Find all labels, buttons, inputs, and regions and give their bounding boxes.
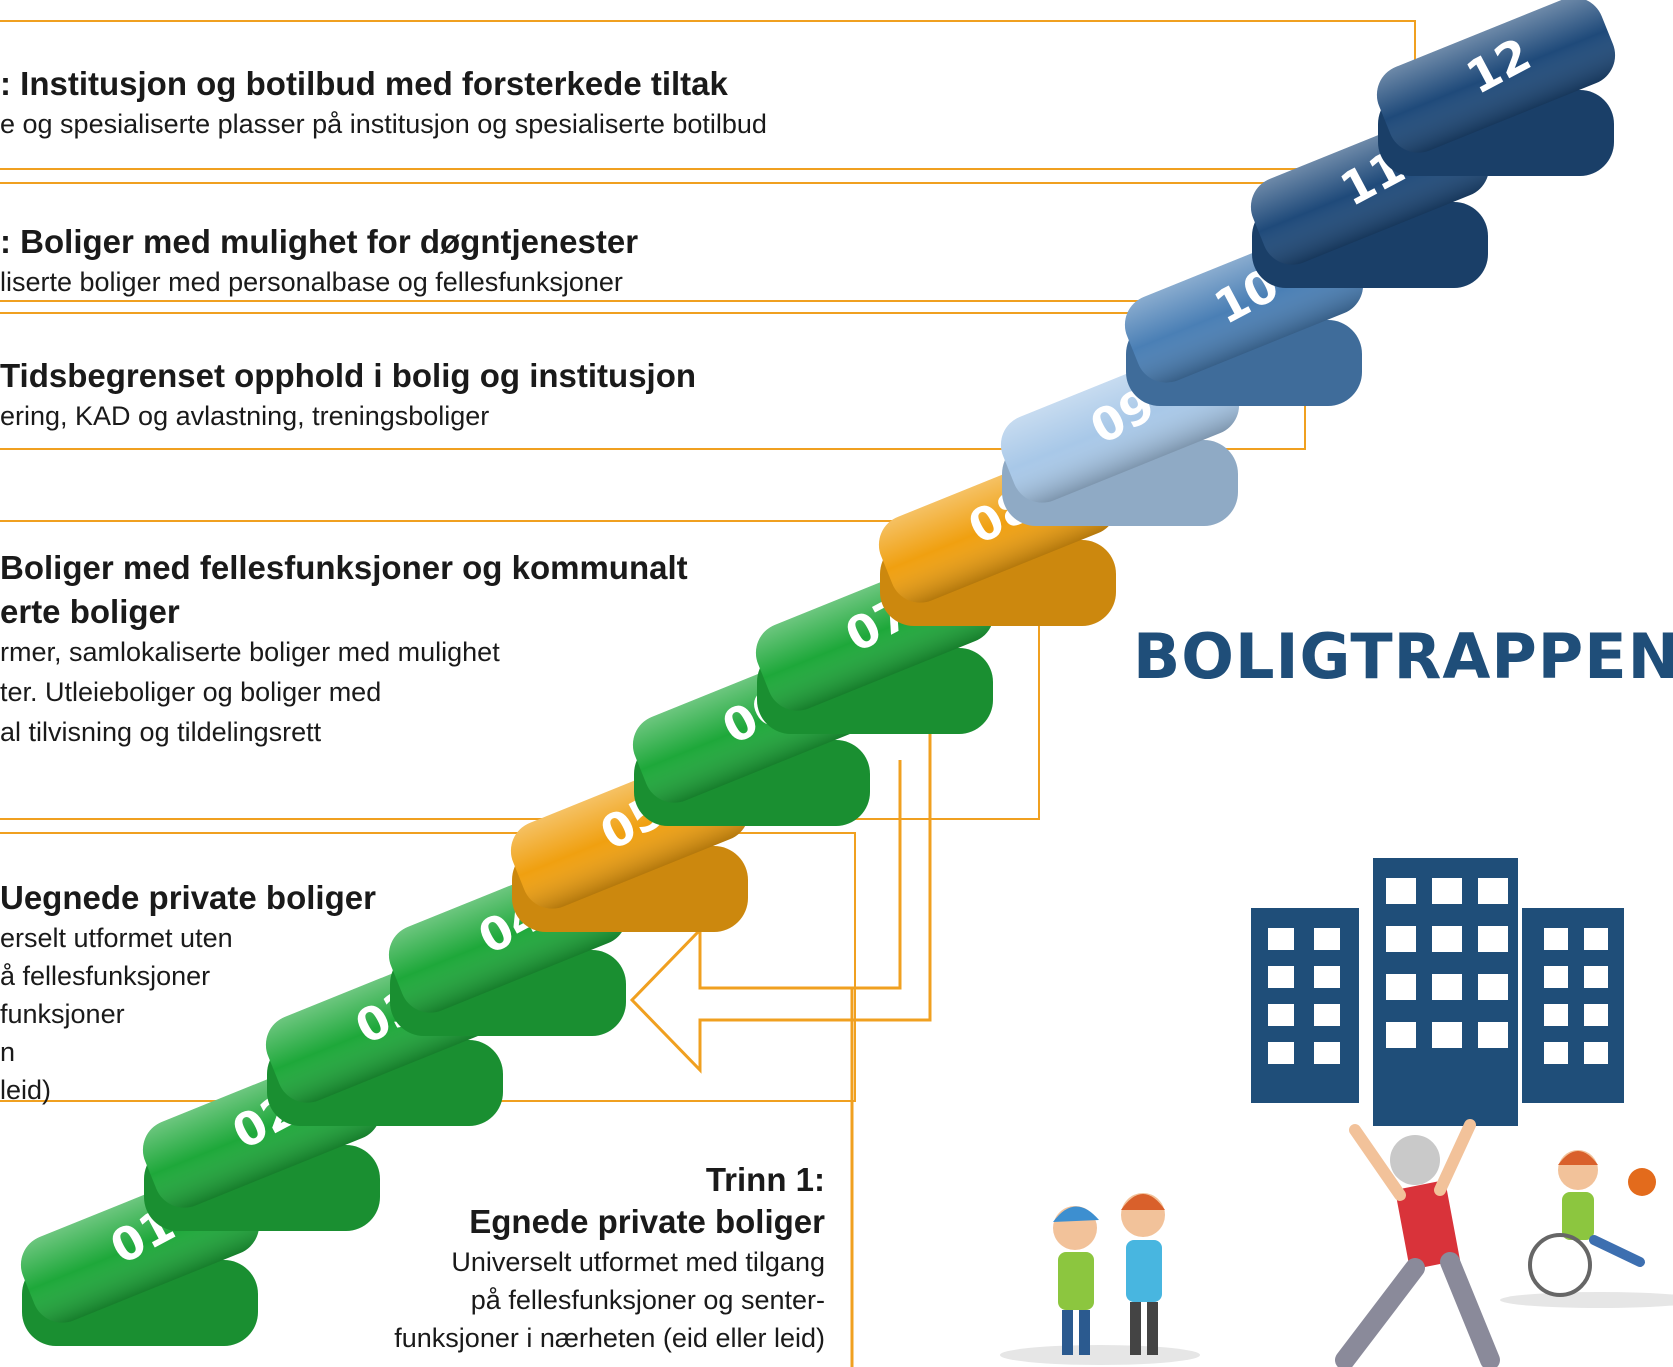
return-arrow — [629, 730, 932, 1367]
level-desc-04-2: å fellesfunksjoner — [0, 961, 211, 991]
level-desc-04-4: n — [0, 1037, 16, 1067]
level-desc-04-1: erselt utformet uten — [0, 923, 233, 953]
trinn1-desc-2: på fellesfunksjoner og senter- — [470, 1285, 825, 1315]
trinn1-desc-3: funksjoner i nærheten (eid eller leid) — [394, 1323, 825, 1353]
step-12: 12 — [1376, 0, 1616, 176]
page-title: BOLIGTRAPPEN — [1133, 620, 1673, 693]
level-heading-04: Uegnede private boliger — [0, 879, 376, 916]
level-heading-09: Tidsbegrenset opphold i bolig og institu… — [0, 357, 697, 394]
level-desc-12: e og spesialiserte plasser på institusjo… — [0, 109, 767, 139]
children-icon — [1000, 1193, 1200, 1365]
level-desc-07-1: rmer, samlokaliserte boliger med mulighe… — [0, 637, 500, 667]
trinn1-heading: Egnede private boliger — [469, 1203, 825, 1240]
level-frame-07 — [0, 520, 1040, 820]
building-icon — [1251, 858, 1624, 1126]
trinn1-desc-1: Universelt utformet med tilgang — [451, 1247, 825, 1277]
level-desc-07-3: al tilvisning og tildelingsrett — [0, 717, 322, 747]
level-desc-07-2: ter. Utleieboliger og boliger med — [0, 677, 382, 707]
level-heading-12: : Institusjon og botilbud med forsterked… — [0, 65, 728, 102]
level-desc-09: ering, KAD og avlastning, treningsbolige… — [0, 401, 490, 431]
level-desc-04-5: leid) — [0, 1075, 52, 1105]
level-heading-07: Boliger med fellesfunksjoner og kommunal… — [0, 549, 688, 586]
level-heading-07b: erte boliger — [0, 593, 180, 630]
level-heading-10: : Boliger med mulighet for døgntjenester — [0, 223, 639, 260]
level-desc-10: liserte boliger med personalbase og fell… — [0, 267, 623, 297]
wheelchair-child-icon — [1500, 1150, 1673, 1308]
trinn1-label: Trinn 1: — [705, 1161, 825, 1198]
stretching-elder-icon — [1335, 1119, 1500, 1367]
level-desc-04-3: funksjoner — [0, 999, 125, 1029]
